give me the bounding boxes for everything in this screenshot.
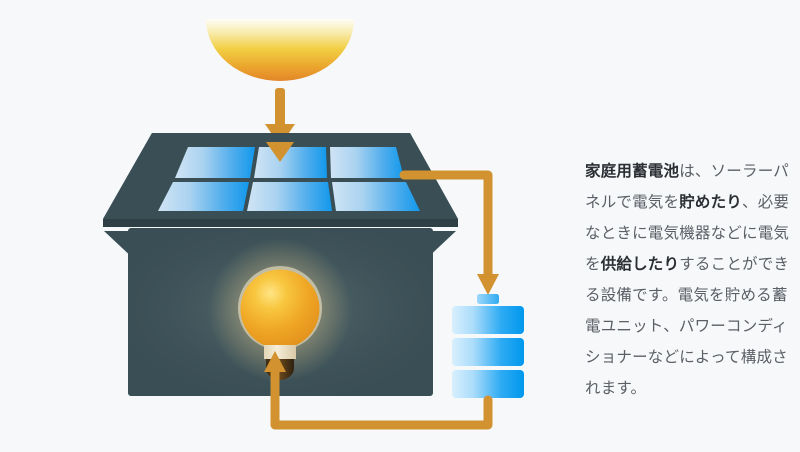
battery-to-house-arrow-icon [264,351,493,430]
home-storage-battery-illustration [103,19,524,430]
description-emphasis: 貯めたり [679,193,743,211]
description-emphasis: 供給したり [600,255,680,273]
panel-cell-row-top [175,147,404,178]
diagram-svg [103,19,524,430]
description-emphasis: 家庭用蓄電池 [585,162,680,180]
solar-panel [103,133,458,227]
storage-battery-icon [452,294,524,398]
description-text: は、ソーラーパネルで電気を [585,162,789,211]
light-bulb-icon [208,238,352,382]
description-text: することができる設備です。電気を貯める蓄電ユニット、パワーコンディショナーなどに… [585,255,790,397]
description-text: 、必要なときに電気機器などに電気を [585,193,790,273]
panel-cell-row-bottom [158,182,420,211]
panel-to-battery-arrow-icon [399,170,499,295]
sun-icon [206,19,354,81]
description-paragraph: 家庭用蓄電池は、ソーラーパネルで電気を貯めたり、必要なときに電気機器などに電気を… [585,156,795,404]
